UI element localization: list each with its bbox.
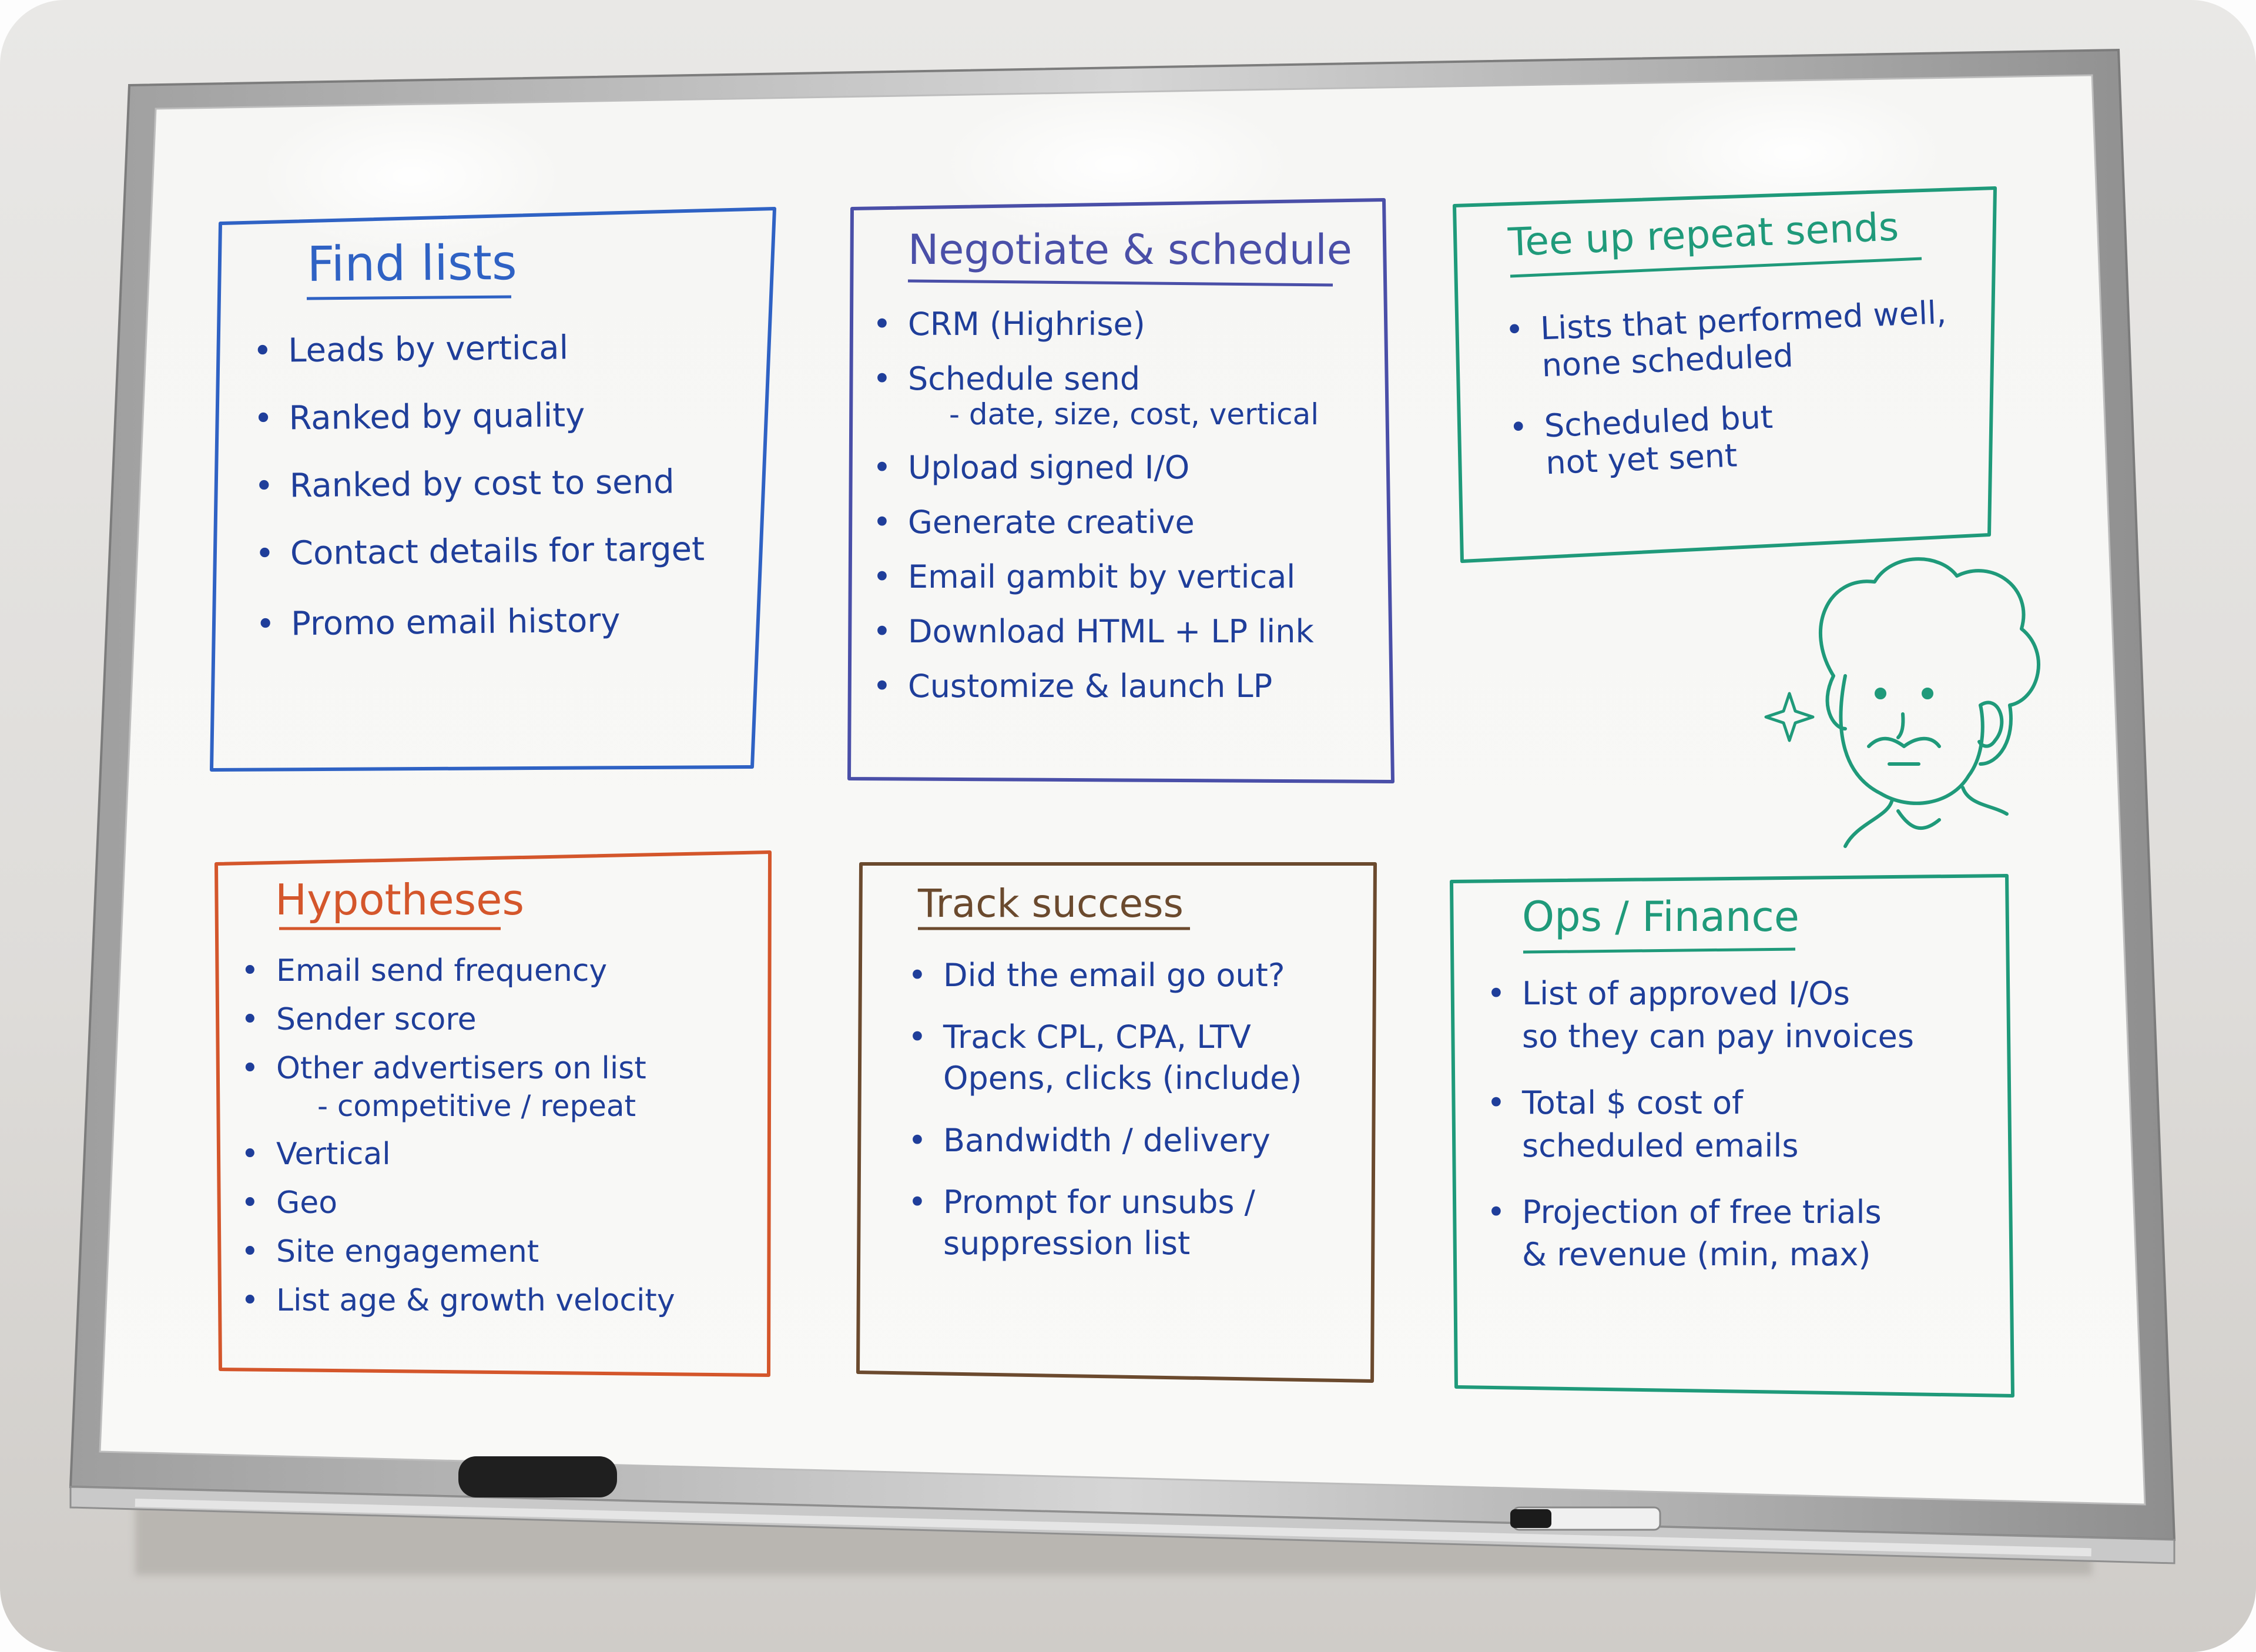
list-item: Sender score xyxy=(241,1001,675,1039)
item-subtext: - competitive / repeat xyxy=(317,1089,636,1123)
box-ops xyxy=(1450,874,2014,1398)
item-text: Contact details for target xyxy=(290,530,705,573)
list-item: Projection of free trials & revenue (min,… xyxy=(1487,1191,1914,1277)
item-text: Download HTML + LP link xyxy=(908,613,1314,650)
item-text: Total $ cost of xyxy=(1522,1084,1744,1121)
box-track xyxy=(856,862,1377,1383)
item-text: Ranked by cost to send xyxy=(289,463,675,505)
list-item: List of approved I/Os so they can pay inv… xyxy=(1487,973,1914,1058)
list-item: Prompt for unsubs /suppression list xyxy=(908,1182,1302,1264)
item-text-line2: Opens, clicks (include) xyxy=(943,1060,1302,1097)
list-item: Geo xyxy=(241,1184,675,1222)
list-item: Bandwidth / delivery xyxy=(908,1120,1302,1161)
item-text: Schedule send xyxy=(908,360,1141,397)
negotiate-title: Negotiate & schedule xyxy=(908,226,1352,274)
item-text: Did the email go out? xyxy=(943,957,1285,994)
find-lists-title: Find lists xyxy=(306,234,517,293)
sparkle-icon xyxy=(1764,692,1815,742)
item-text: List age & growth velocity xyxy=(276,1282,675,1318)
list-item: Total $ cost of scheduled emails xyxy=(1487,1082,1914,1168)
item-text: Sender score xyxy=(276,1002,477,1037)
list-item: Email gambit by vertical xyxy=(873,558,1319,595)
person-doodle-icon xyxy=(1818,557,2040,848)
eraser-icon xyxy=(458,1456,617,1497)
ops-items: List of approved I/Os so they can pay inv… xyxy=(1487,973,1914,1276)
item-text: Geo xyxy=(276,1185,338,1221)
box-hypotheses xyxy=(214,850,772,1377)
list-item: Schedule send- date, size, cost, vertica… xyxy=(873,360,1319,431)
item-text: Upload signed I/O xyxy=(908,449,1190,486)
item-text-line2: & revenue (min, max) xyxy=(1522,1236,1871,1274)
item-text: Generate creative xyxy=(908,504,1195,541)
item-text: List of approved I/Os xyxy=(1522,975,1850,1012)
item-text: Bandwidth / delivery xyxy=(943,1121,1271,1159)
box-find-lists xyxy=(210,207,776,772)
negotiate-items: CRM (Highrise) Schedule send- date, size… xyxy=(873,306,1319,705)
list-item: Upload signed I/O xyxy=(873,449,1319,486)
item-text-line2: scheduled emails xyxy=(1522,1127,1799,1164)
track-title: Track success xyxy=(918,881,1184,926)
list-item: Generate creative xyxy=(873,504,1319,541)
item-text: Vertical xyxy=(276,1136,391,1172)
list-item: Other advertisers on list- competitive /… xyxy=(241,1050,675,1125)
item-text: Site engagement xyxy=(276,1234,539,1269)
item-subtext: - date, size, cost, vertical xyxy=(949,397,1319,431)
box-negotiate xyxy=(847,198,1395,783)
list-item: Ranked by quality xyxy=(253,395,703,438)
list-item: Site engagement xyxy=(241,1233,675,1271)
hypotheses-items: Email send frequency Sender score Other … xyxy=(241,952,675,1320)
item-text-line2: suppression list xyxy=(943,1224,1191,1262)
list-item: Promo email history xyxy=(256,601,706,644)
list-item: Customize & launch LP xyxy=(873,668,1319,705)
item-text: CRM (Highrise) xyxy=(908,306,1145,343)
marker-icon xyxy=(1510,1506,1661,1531)
list-item: Ranked by cost to send xyxy=(254,463,704,505)
box-tee-up xyxy=(1453,186,1997,563)
list-item: Leads by vertical xyxy=(253,327,703,370)
item-text: Other advertisers on list xyxy=(276,1051,646,1086)
find-lists-items: Leads by vertical Ranked by quality Rank… xyxy=(253,327,706,644)
item-text: Customize & launch LP xyxy=(908,668,1273,705)
list-item: Vertical xyxy=(241,1135,675,1174)
list-item: Track CPL, CPA, LTV Opens, clicks (includ… xyxy=(908,1017,1302,1099)
tee-up-title: Tee up repeat sends xyxy=(1507,204,1900,265)
item-text: Prompt for unsubs / xyxy=(943,1183,1255,1221)
ops-title: Ops / Finance xyxy=(1522,893,1799,941)
item-text: Ranked by quality xyxy=(289,396,585,438)
hypotheses-title: Hypotheses xyxy=(275,875,524,924)
list-item: CRM (Highrise) xyxy=(873,306,1319,343)
list-item: Did the email go out? xyxy=(908,955,1302,996)
item-text: Projection of free trials xyxy=(1522,1193,1882,1231)
item-text: Promo email history xyxy=(290,601,621,644)
item-text: Leads by vertical xyxy=(287,329,569,370)
item-text: Track CPL, CPA, LTV xyxy=(943,1018,1251,1056)
list-item: Contact details for target xyxy=(255,530,705,573)
tee-up-items: Lists that performed well,none scheduled… xyxy=(1504,294,1952,483)
list-item: Download HTML + LP link xyxy=(873,613,1319,650)
item-text: Email send frequency xyxy=(276,953,608,988)
item-text: Email gambit by vertical xyxy=(908,558,1296,595)
track-items: Did the email go out? Track CPL, CPA, LT… xyxy=(908,955,1302,1264)
list-item: List age & growth velocity xyxy=(241,1282,675,1320)
list-item: Email send frequency xyxy=(241,952,675,990)
list-item: Lists that performed well,none scheduled xyxy=(1504,294,1949,386)
item-text-line2: so they can pay invoices xyxy=(1522,1017,1915,1055)
